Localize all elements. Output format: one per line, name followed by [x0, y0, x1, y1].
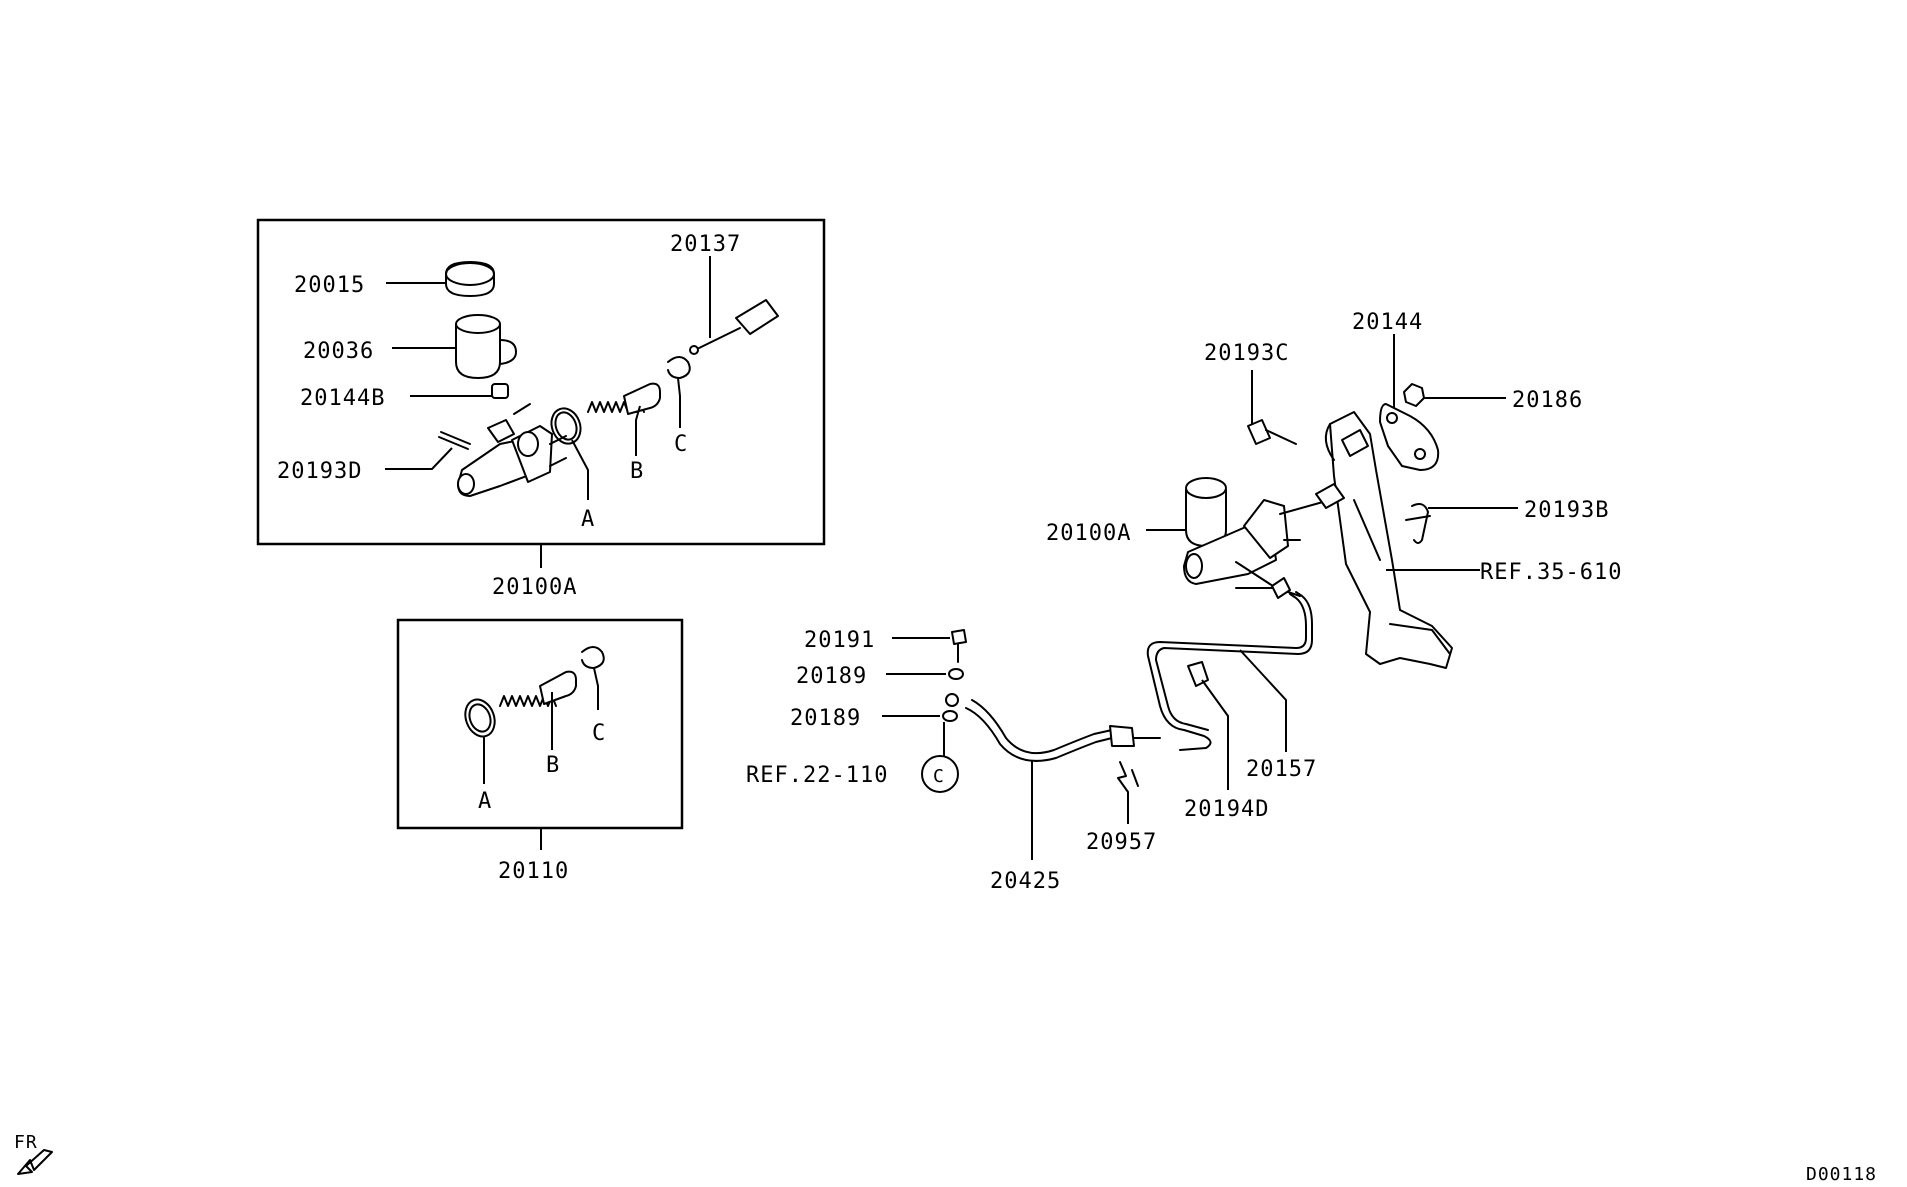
- label-box1-c: C: [674, 432, 688, 457]
- label-20194d: 20194D: [1184, 797, 1269, 822]
- clutch-pedal-part: [1324, 411, 1453, 669]
- master-cylinder-breakdown-frame: [256, 218, 826, 546]
- label-20015: 20015: [294, 273, 365, 298]
- label-20957: 20957: [1086, 830, 1157, 855]
- clamp-part: [1187, 661, 1209, 687]
- fr-label: FR: [14, 1132, 38, 1153]
- piston-b-part: [587, 382, 661, 415]
- front-direction-indicator: FR: [14, 1132, 53, 1175]
- front-arrow-icon: [17, 1149, 53, 1175]
- push-rod-part: [689, 299, 779, 355]
- label-20425: 20425: [990, 869, 1061, 894]
- clutch-line-part: [1146, 561, 1313, 751]
- label-20137: 20137: [670, 232, 741, 257]
- diagram-id: D00118: [1806, 1164, 1877, 1185]
- reservoir-cap-part: [445, 261, 495, 297]
- repair-clip-c-part: [581, 646, 605, 669]
- box-caption-20110: 20110: [498, 859, 569, 884]
- label-20191: 20191: [804, 628, 875, 653]
- pin-part: [438, 431, 471, 450]
- reservoir-part: [455, 314, 517, 379]
- label-20193d: 20193D: [277, 459, 362, 484]
- label-box1-b: B: [630, 459, 644, 484]
- hose-part: [945, 693, 1161, 762]
- label-20144: 20144: [1352, 310, 1423, 335]
- label-20100a-assembly: 20100A: [1046, 521, 1131, 546]
- clip-part: [1117, 761, 1139, 793]
- label-20144b: 20144B: [300, 386, 385, 411]
- gasket-part: [1379, 403, 1440, 471]
- label-box2-b: B: [546, 753, 560, 778]
- ref-c-letter: C: [933, 766, 945, 787]
- label-20189-lower: 20189: [790, 706, 861, 731]
- washer-lower-part: [942, 710, 958, 722]
- label-20157: 20157: [1246, 757, 1317, 782]
- snap-pin-part: [1405, 503, 1431, 544]
- clip-c-part: [667, 356, 691, 379]
- grommet-part: [491, 383, 509, 399]
- label-20193c: 20193C: [1204, 341, 1289, 366]
- washer-upper-part: [948, 668, 964, 680]
- label-20193b: 20193B: [1524, 498, 1609, 523]
- label-ref-22-110: REF.22-110: [746, 763, 888, 788]
- repair-seal-a-part: [464, 698, 496, 738]
- label-box2-a: A: [478, 789, 492, 814]
- repair-kit-frame: [396, 618, 684, 830]
- ref-c-circle: [921, 755, 959, 793]
- repair-piston-b-part: [499, 670, 577, 707]
- label-box2-c: C: [592, 721, 606, 746]
- seal-a-part: [550, 407, 582, 445]
- label-20189-upper: 20189: [796, 664, 867, 689]
- label-20036: 20036: [303, 339, 374, 364]
- nut-part: [1403, 383, 1425, 407]
- master-cylinder-body-part: [457, 403, 567, 497]
- label-ref-35-610: REF.35-610: [1480, 560, 1622, 585]
- master-cylinder-assembly-part: [1183, 477, 1345, 589]
- box-caption-20100a: 20100A: [492, 575, 577, 600]
- bolt-part: [951, 629, 967, 663]
- label-20186: 20186: [1512, 388, 1583, 413]
- clevis-pin-part: [1247, 419, 1297, 445]
- label-box1-a: A: [581, 507, 595, 532]
